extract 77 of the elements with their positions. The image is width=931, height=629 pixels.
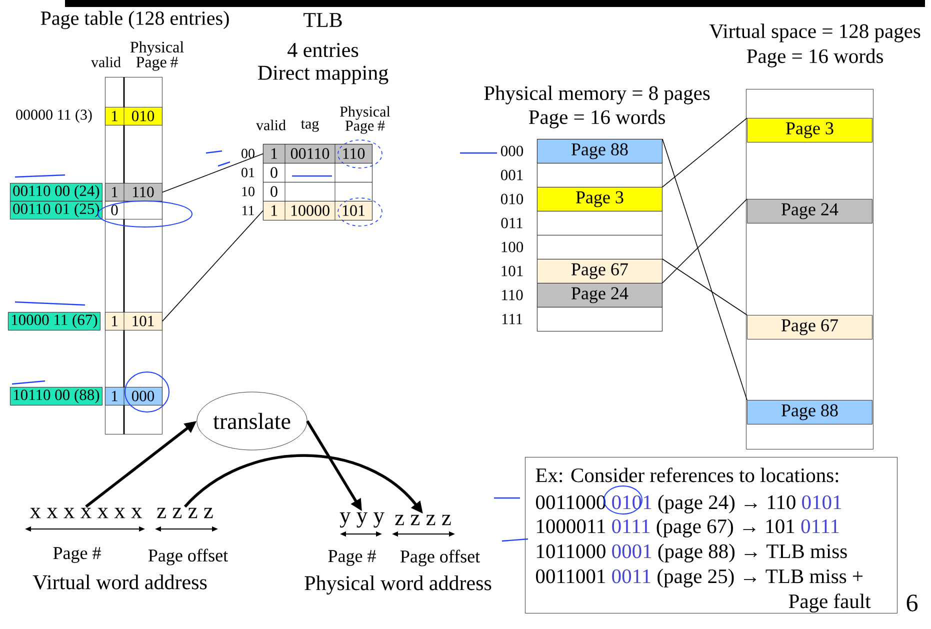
node-label: Page fault: [788, 594, 871, 612]
page-table-row: 1 000: [105, 386, 162, 406]
page-table-row: 1 010: [105, 106, 162, 126]
column-header: Physical Page #: [340, 106, 390, 134]
node-label: (page 88) → TLB miss: [658, 544, 847, 562]
page-table-row: 0: [105, 200, 162, 220]
node-label: 0001: [612, 544, 652, 558]
tlb-row: 1 10000 101: [263, 200, 372, 220]
address-bits: x x x x x x x: [30, 508, 142, 518]
heading: Direct mapping: [258, 66, 388, 84]
heading: Physical memory = 8 pages: [484, 86, 710, 104]
address-bits: z z z z: [157, 508, 213, 518]
tlb-row: 0: [263, 162, 372, 182]
connector-line: [662, 198, 748, 284]
caption: Virtual word address: [32, 574, 207, 590]
address-bits: y y y: [340, 512, 384, 528]
column-header: valid: [256, 120, 286, 130]
row-address: 001: [500, 170, 523, 180]
node-label: 0011: [612, 569, 650, 584]
page-frame: Page 88: [537, 139, 662, 164]
heading: 4 entries: [288, 42, 358, 58]
node-label: 0111: [801, 519, 839, 534]
node-label: (page 24) → 110: [658, 494, 796, 514]
node-label: Ex: Consider references to locations:: [536, 468, 838, 482]
connector-line: [662, 118, 748, 188]
tlb-row: 0: [263, 182, 372, 202]
slide-number: 6: [906, 594, 918, 612]
connector-line: [662, 138, 748, 400]
connector-line: [662, 258, 748, 316]
row-address: 01: [242, 168, 254, 178]
column-header: tag: [300, 120, 319, 132]
row-address: 10: [242, 186, 254, 196]
entry-label-box: 10110 00 (88): [10, 387, 102, 406]
entry-label-box: 00110 01 (25): [10, 201, 102, 220]
node-label: 1000011: [537, 519, 605, 534]
node-label: 1011000: [537, 544, 606, 558]
row-address: 111: [502, 314, 522, 324]
page-frame: Page 67: [747, 315, 872, 340]
entry-label-box: 10000 11 (67): [8, 312, 100, 330]
row-address: 101: [502, 266, 523, 276]
page-table-row: 1 110: [105, 182, 162, 202]
node-label: (page 67) → 101: [656, 518, 794, 538]
dimension-label: Page offset: [148, 548, 228, 566]
tlb-row: 1 00110 110: [263, 144, 372, 164]
row-address: 11: [242, 206, 254, 216]
row-address: 110: [502, 290, 523, 300]
node-label: 0111: [612, 519, 650, 534]
row-address: 010: [500, 194, 524, 204]
column-header: Physical Page #: [130, 41, 184, 71]
heading: TLB: [304, 13, 342, 27]
page-frame: Page 24: [537, 283, 662, 308]
heading: Page = 16 words: [746, 48, 883, 68]
page-table-row: 1 101: [105, 312, 162, 330]
dimension-label: Page #: [328, 550, 376, 566]
heading: Page table (128 entries): [40, 10, 229, 30]
dimension-label: Page offset: [400, 550, 480, 566]
entry-label-box: 00110 00 (24): [10, 183, 102, 202]
node-label: 0011001: [536, 569, 605, 584]
row-address: 000: [500, 146, 524, 156]
dimension-label: Page #: [53, 547, 101, 563]
row-address: 00: [242, 148, 254, 158]
page-frame: Page 3: [537, 187, 662, 212]
row-address: 011: [501, 218, 522, 228]
page-frame: Page 67: [537, 259, 662, 284]
node-label: 0101: [802, 495, 842, 510]
connector-line: [162, 210, 264, 322]
heading: Virtual space = 128 pages: [709, 24, 920, 42]
page-frame: Page 88: [747, 400, 872, 424]
row-address: 100: [502, 242, 524, 252]
node-label: (page 25) → TLB miss +: [658, 568, 863, 588]
heading: Page = 16 words: [528, 110, 665, 128]
page-frame: Page 24: [747, 199, 872, 224]
caption: Physical word address: [304, 575, 492, 595]
row-address: 00000 11 (3): [16, 109, 92, 123]
address-bits: z z z z: [395, 514, 451, 526]
column-header: valid: [91, 56, 121, 68]
page-frame: Page 3: [747, 118, 872, 142]
